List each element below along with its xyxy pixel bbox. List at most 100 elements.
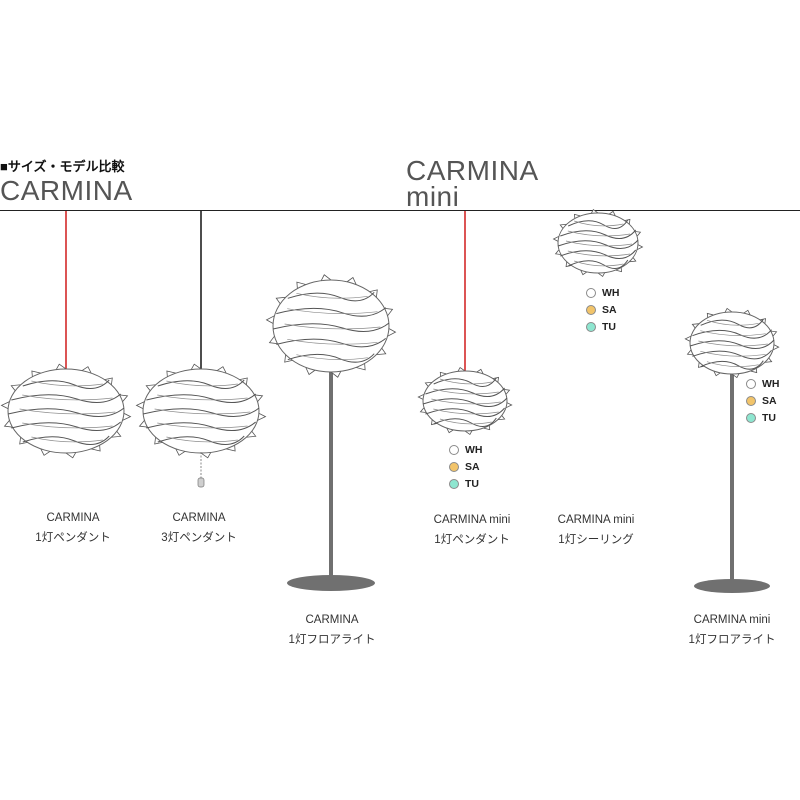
- shade-body: [272, 279, 390, 373]
- shade-band: [692, 329, 772, 339]
- shade-band: [11, 421, 122, 432]
- product-name: CARMINA: [172, 512, 226, 524]
- shade-band: [700, 360, 764, 370]
- turquoise-dot: [586, 321, 596, 332]
- shade-band: [296, 354, 368, 360]
- shade-band: [700, 319, 764, 329]
- shade-band: [431, 398, 501, 405]
- shade-band: [433, 417, 497, 428]
- shade-band: [425, 407, 505, 418]
- product-name: CARMINA mini: [557, 514, 635, 526]
- shade-band: [567, 219, 629, 230]
- shade-band: [567, 250, 631, 257]
- shade-band: [276, 307, 387, 317]
- product-type: 1灯フロアライト: [288, 634, 376, 646]
- shade-band: [276, 337, 387, 348]
- lamp-shade-carmina-mini-floor: [684, 307, 780, 379]
- shade-band: [22, 379, 110, 390]
- shade-band: [31, 380, 103, 387]
- product-type: 1灯フロアライト: [688, 634, 776, 646]
- product-type: 1灯ペンダント: [434, 534, 510, 546]
- shade-band: [166, 436, 238, 443]
- swatch-row: WH: [449, 441, 483, 458]
- floor-stand-base: [287, 575, 375, 591]
- shade-band: [157, 422, 248, 429]
- shade-band: [272, 322, 390, 333]
- shade-band: [433, 388, 499, 395]
- shade-band: [689, 339, 775, 350]
- series-title-carmina: CARMINA: [0, 175, 133, 206]
- shade-band: [22, 435, 110, 446]
- shade-band: [425, 387, 505, 398]
- caption-carmina-pendant-3: CARMINA 3灯ペンダント: [129, 508, 269, 548]
- shade-band: [567, 230, 631, 237]
- shade-body: [7, 368, 125, 454]
- white-dot: [586, 287, 596, 298]
- shade-band: [287, 353, 375, 363]
- swatch-row: TU: [449, 475, 483, 492]
- product-type: 1灯ペンダント: [35, 532, 111, 544]
- shade-band: [157, 435, 245, 446]
- swatch-code: TU: [465, 477, 479, 490]
- lamp-shade-carmina-mini-ceiling: [552, 208, 644, 278]
- shade-band: [146, 421, 257, 432]
- swatch-code: SA: [602, 303, 617, 316]
- caption-carmina-floor: CARMINA 1灯フロアライト: [262, 610, 402, 650]
- caption-carmina-mini-pendant: CARMINA mini 1灯ペンダント: [402, 510, 542, 550]
- shade-band: [700, 350, 766, 357]
- swatch-code: WH: [465, 443, 483, 456]
- white-dot: [449, 444, 459, 455]
- shade-band: [560, 249, 637, 260]
- shade-band: [439, 378, 492, 385]
- shade-band: [296, 292, 368, 299]
- swatch-code: SA: [465, 460, 480, 473]
- shade-band: [692, 350, 772, 360]
- lamp-shade-carmina-mini-pendant: [417, 367, 513, 435]
- finish-swatches-mini-floor: WH SA TU: [746, 375, 780, 426]
- shade-band: [706, 319, 759, 326]
- product-name: CARMINA mini: [433, 514, 511, 526]
- shade-band: [422, 397, 508, 408]
- shade-band: [567, 259, 629, 270]
- shade-band: [433, 377, 497, 388]
- shade-band: [22, 394, 113, 401]
- swatch-code: SA: [762, 394, 777, 407]
- caption-carmina-pendant-1: CARMINA 1灯ペンダント: [3, 508, 143, 548]
- shade-band: [11, 393, 122, 404]
- series-name: CARMINA: [0, 175, 133, 206]
- shade-band: [157, 394, 248, 401]
- swatch-row: TU: [586, 318, 620, 335]
- swatch-row: TU: [746, 409, 780, 426]
- swatch-code: TU: [602, 320, 616, 333]
- caption-carmina-mini-ceiling: CARMINA mini 1灯シーリング: [526, 510, 666, 550]
- finish-swatches-mini-ceiling: WH SA TU: [586, 284, 620, 335]
- lamp-shade-carmina-pendant-1: [0, 363, 132, 459]
- swatch-row: SA: [746, 392, 780, 409]
- shade-band: [146, 393, 257, 404]
- floor-stand-base: [694, 579, 770, 593]
- shade-band: [31, 436, 103, 443]
- lamp-shade-carmina-pendant-3: [135, 363, 267, 459]
- shade-band: [700, 330, 766, 336]
- sand-dot: [586, 304, 596, 315]
- swatch-code: TU: [762, 411, 776, 424]
- caption-carmina-mini-floor: CARMINA mini 1灯フロアライト: [662, 610, 800, 650]
- shade-band: [557, 239, 639, 250]
- shade-band: [284, 323, 381, 330]
- shade-band: [287, 291, 375, 302]
- product-type: 1灯シーリング: [558, 534, 634, 546]
- shade-band: [439, 418, 492, 425]
- shade-band: [22, 422, 113, 429]
- shade-band: [157, 379, 245, 390]
- series-sub: mini: [406, 181, 460, 212]
- product-name: CARMINA: [305, 614, 359, 626]
- swatch-row: WH: [746, 375, 780, 392]
- shade-band: [574, 220, 624, 227]
- shade-band: [574, 260, 624, 267]
- swatch-code: WH: [602, 286, 620, 299]
- shade-band: [287, 308, 378, 314]
- floor-stand-pole: [730, 370, 734, 580]
- pull-chain-handle: [197, 477, 205, 488]
- sand-dot: [449, 461, 459, 472]
- lamp-shade-carmina-floor: [265, 274, 397, 378]
